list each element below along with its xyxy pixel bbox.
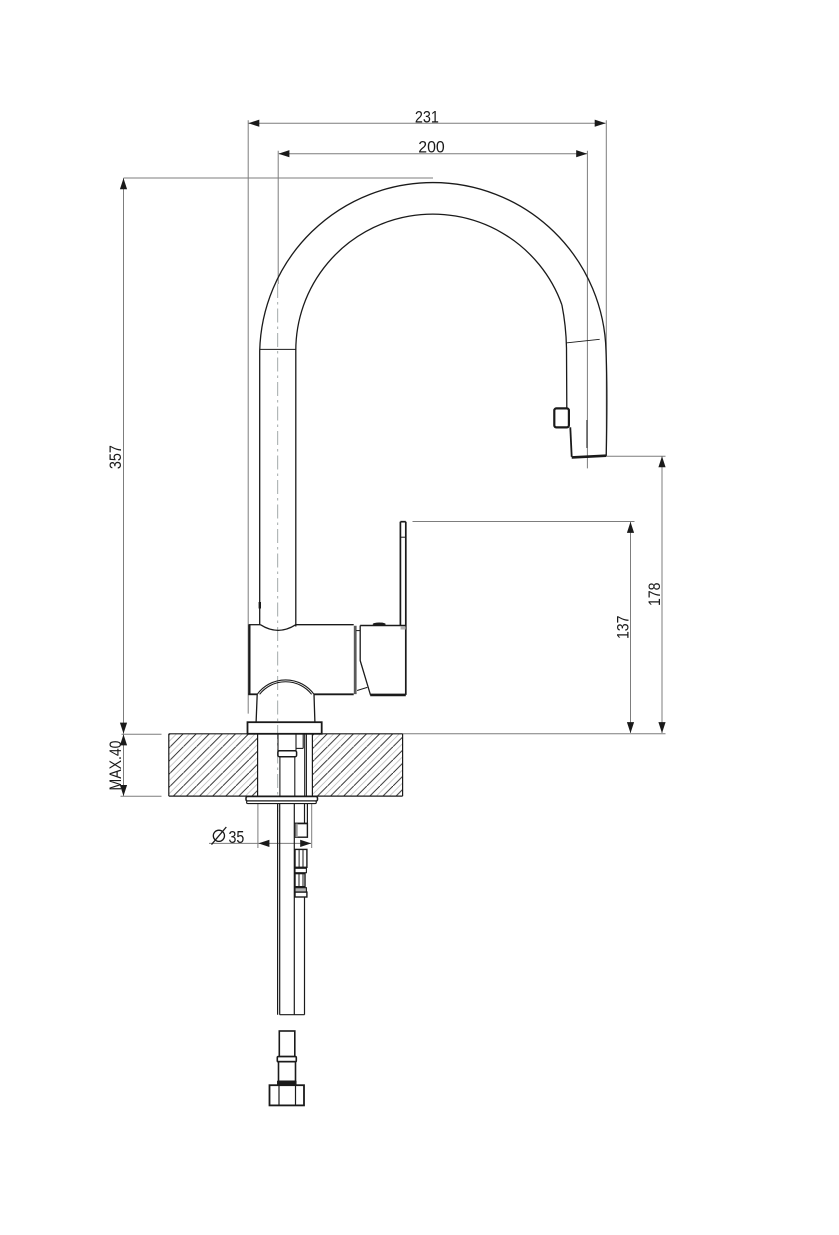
svg-text:MAX.40: MAX.40 <box>107 741 125 791</box>
svg-text:137: 137 <box>614 616 632 640</box>
svg-text:200: 200 <box>418 138 445 156</box>
svg-text:178: 178 <box>646 583 664 607</box>
svg-text:231: 231 <box>415 108 439 126</box>
svg-text:35: 35 <box>229 827 245 847</box>
svg-text:357: 357 <box>107 445 125 469</box>
